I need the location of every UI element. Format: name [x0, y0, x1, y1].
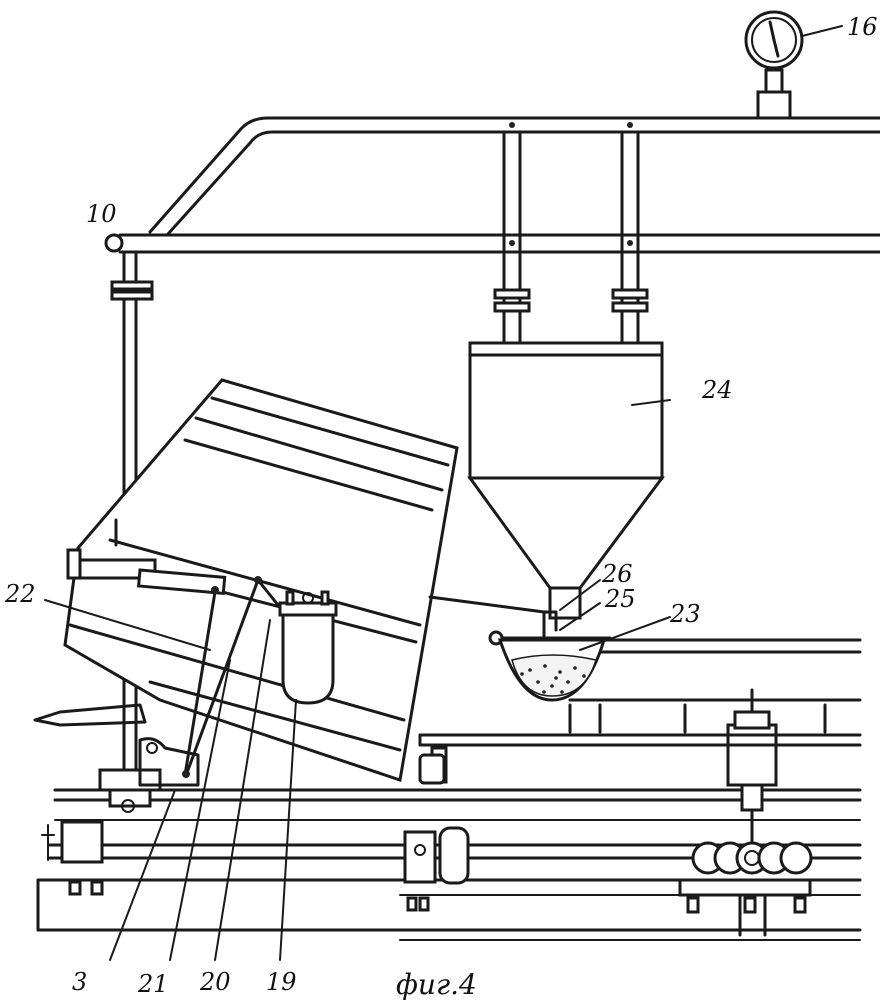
reference-labels: 16 10 24 26 25 23 22 3 21 20 19 фиг.4: [4, 13, 878, 1001]
bowl: [488, 630, 612, 702]
label-23: 23: [669, 600, 701, 628]
leader-lines: [44, 399, 671, 961]
powder-specks: [520, 664, 586, 694]
label-25: 25: [604, 585, 636, 613]
label-22: 22: [4, 580, 36, 608]
label-20: 20: [199, 968, 231, 996]
linkage-rods: [182, 576, 284, 778]
label-16: 16: [847, 13, 878, 41]
label-10: 10: [86, 200, 117, 228]
label-21: 21: [137, 970, 169, 998]
conveyor-table: [418, 638, 862, 784]
label-26: 26: [601, 560, 633, 588]
jar: [278, 590, 338, 705]
hopper: [428, 341, 665, 642]
figure-caption: фиг.4: [396, 968, 477, 1001]
label-24: 24: [701, 376, 733, 404]
label-19: 19: [266, 968, 297, 996]
pressure-gauge: [744, 10, 843, 120]
overhead-pipe: [104, 116, 880, 347]
roller-assembly: [678, 688, 813, 937]
base-bolts: [68, 880, 430, 912]
label-3: 3: [72, 968, 87, 996]
mixing-drum: [33, 378, 459, 787]
